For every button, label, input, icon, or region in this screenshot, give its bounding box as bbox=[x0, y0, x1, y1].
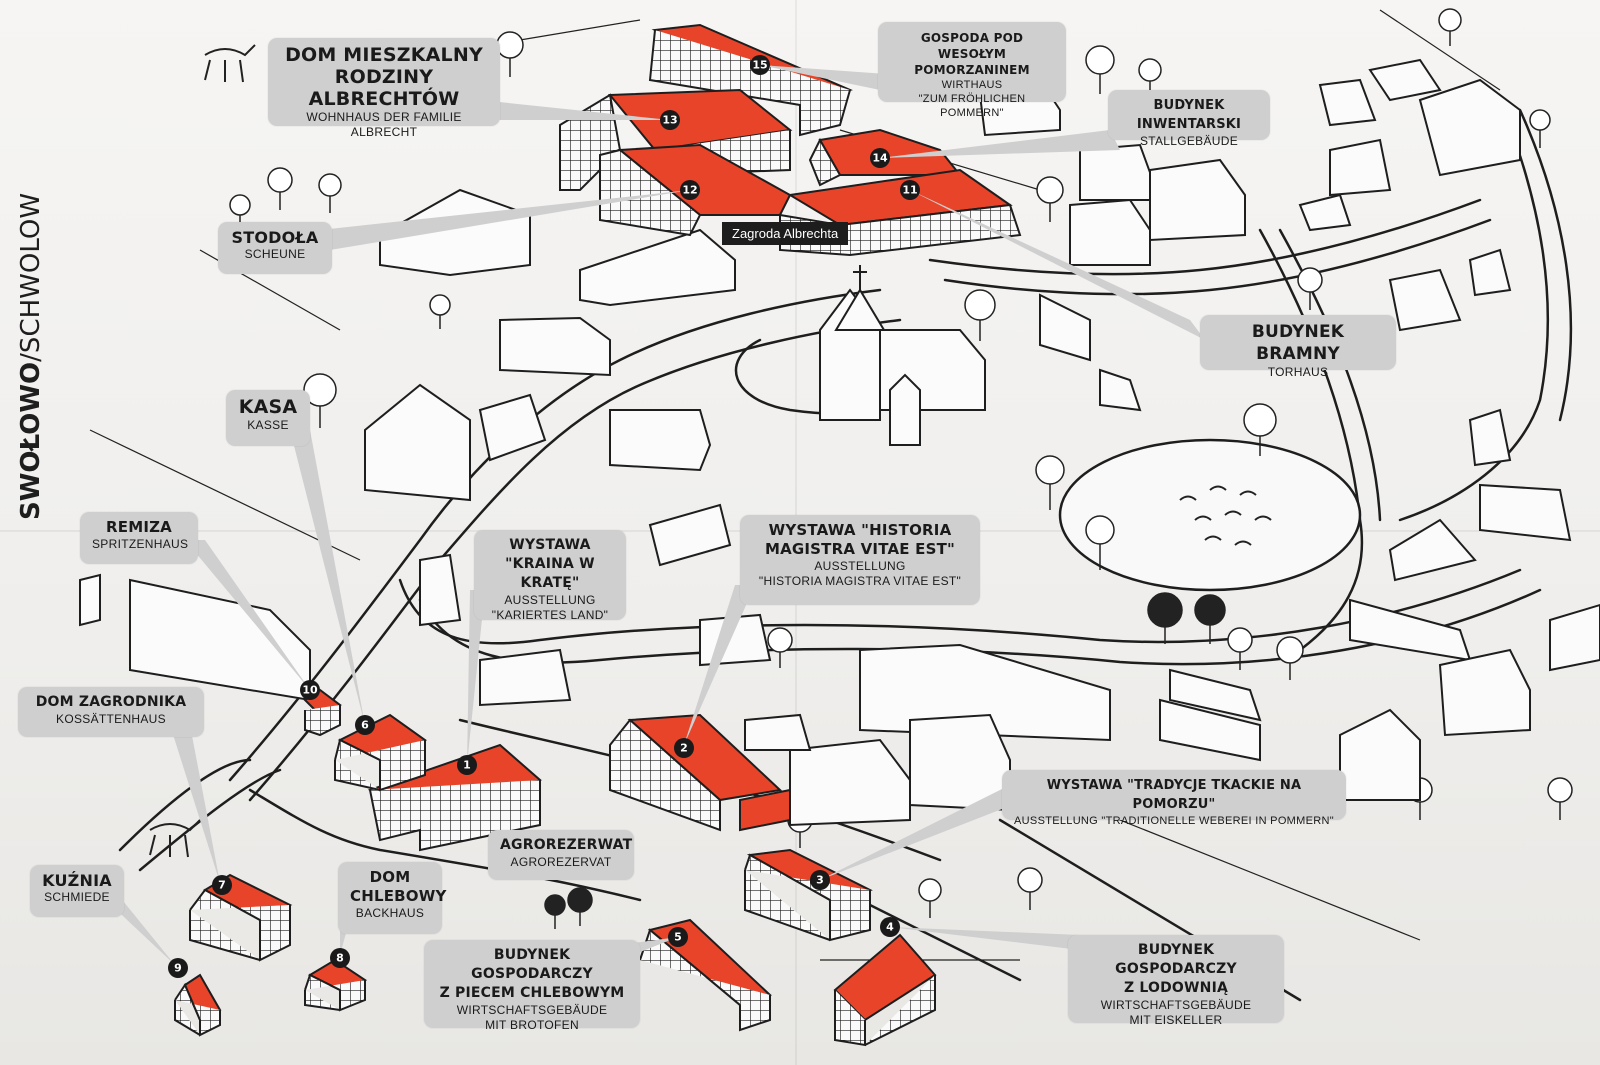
building-markers: 1 2 3 4 5 6 7 8 9 10 11 12 13 14 15 bbox=[168, 55, 920, 978]
marker-4: 4 bbox=[886, 921, 894, 934]
callout-inwentarski[interactable]: BUDYNEK INWENTARSKI STALLGEBÄUDE bbox=[1108, 90, 1270, 148]
pond-ducks bbox=[1179, 485, 1272, 546]
village-pond bbox=[1058, 438, 1362, 592]
marker-12: 12 bbox=[682, 184, 697, 197]
marker-10: 10 bbox=[302, 684, 318, 697]
marker-11: 11 bbox=[902, 184, 917, 197]
callout-kraina[interactable]: WYSTAWA "KRAINA W KRATĘ" AUSSTELLUNG "KA… bbox=[474, 530, 626, 622]
callout-bramny[interactable]: BUDYNEK BRAMNY TORHAUS bbox=[1200, 315, 1396, 379]
callout-tkackie[interactable]: WYSTAWA "TRADYCJE TKACKIE NA POMORZU" AU… bbox=[1002, 770, 1346, 827]
callout-leaders bbox=[90, 65, 1205, 965]
callout-gosp-piec[interactable]: BUDYNEK GOSPODARCZY Z PIECEM CHLEBOWYM W… bbox=[424, 940, 640, 1032]
village-title: SWOŁOWO/SCHWOLOW bbox=[16, 192, 46, 520]
callout-agrorezerwat[interactable]: AGROREZERWAT AGROREZERVAT bbox=[488, 830, 634, 880]
marker-13: 13 bbox=[662, 114, 677, 127]
marker-1: 1 bbox=[463, 759, 471, 772]
callout-remiza[interactable]: REMIZA SPRITZENHAUS bbox=[80, 512, 198, 564]
callout-kuznia[interactable]: KUŹNIA SCHMIEDE bbox=[30, 865, 124, 917]
callout-gosp-lodow[interactable]: BUDYNEK GOSPODARCZY Z LODOWNIĄ WIRTSCHAF… bbox=[1068, 935, 1284, 1027]
callout-zagrodnika[interactable]: DOM ZAGRODNIKA KOSSÄTTENHAUS bbox=[18, 687, 204, 737]
horse-drawings bbox=[149, 44, 256, 858]
marker-7: 7 bbox=[218, 879, 226, 892]
callout-gospoda[interactable]: GOSPODA POD WESOŁYM POMORZANINEM WIRTHAU… bbox=[878, 22, 1066, 119]
road-lines bbox=[118, 98, 1573, 1002]
background-buildings bbox=[79, 58, 1600, 827]
farm-label: Zagroda Albrechta bbox=[722, 222, 849, 245]
church bbox=[834, 265, 921, 446]
callout-kasa[interactable]: KASA KASSE bbox=[226, 390, 310, 446]
marker-9: 9 bbox=[174, 962, 182, 975]
marker-14: 14 bbox=[872, 152, 888, 165]
marker-8: 8 bbox=[336, 952, 344, 965]
marker-3: 3 bbox=[816, 874, 824, 887]
marker-2: 2 bbox=[680, 742, 688, 755]
callout-historia[interactable]: WYSTAWA "HISTORIA MAGISTRA VITAE EST" AU… bbox=[740, 515, 980, 605]
callout-chlebowy[interactable]: DOM CHLEBOWY BACKHAUS bbox=[338, 862, 446, 934]
marker-5: 5 bbox=[674, 931, 682, 944]
callout-stodola[interactable]: STODOŁA SCHEUNE bbox=[218, 222, 332, 274]
marker-6: 6 bbox=[361, 719, 369, 732]
callout-dom-mieszkalny[interactable]: DOM MIESZKALNY RODZINY ALBRECHTÓW WOHNHA… bbox=[268, 38, 500, 139]
marker-15: 15 bbox=[752, 59, 767, 72]
